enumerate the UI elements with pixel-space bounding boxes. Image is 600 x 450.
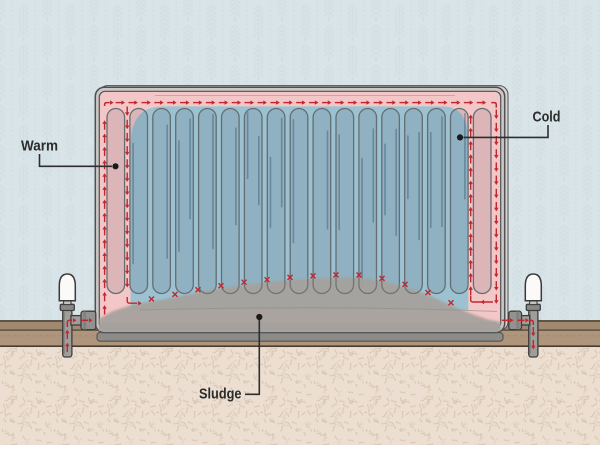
svg-text:Sludge: Sludge [199, 386, 242, 403]
svg-text:Cold: Cold [533, 108, 561, 125]
svg-text:Warm: Warm [21, 137, 58, 154]
